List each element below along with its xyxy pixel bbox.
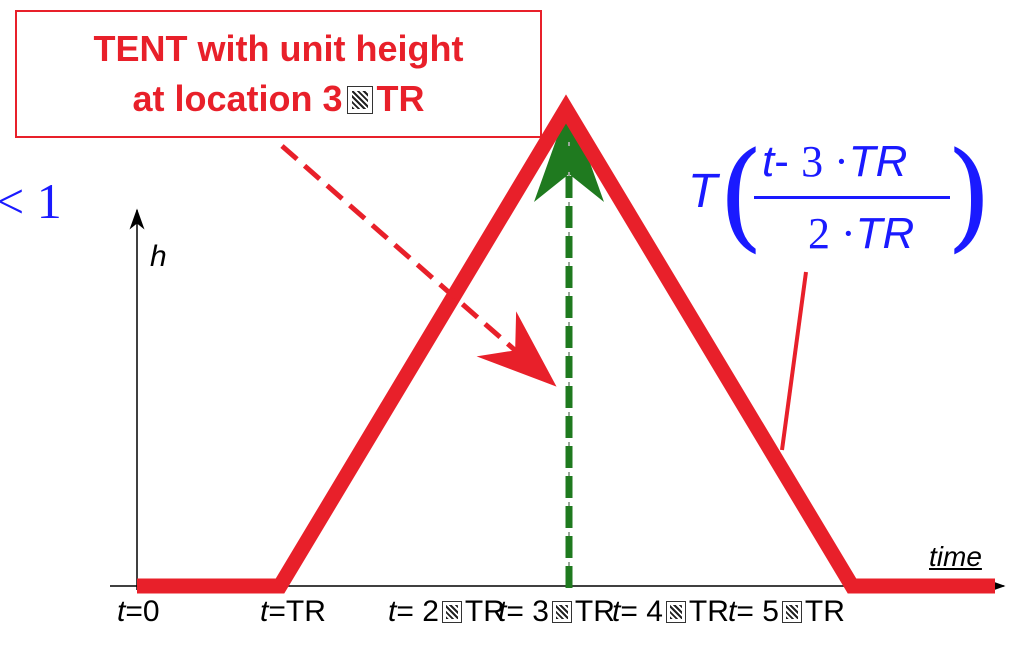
- callout-tr-text: TR: [376, 78, 425, 119]
- missing-glyph-icon: [346, 86, 373, 114]
- clipped-inequality-text: < 1: [0, 173, 62, 229]
- formula-right-paren: ): [946, 126, 993, 264]
- missing-glyph-icon: [781, 601, 802, 623]
- tent-function-line: [137, 94, 995, 594]
- formula-numerator: t- 3 ·TR: [762, 137, 908, 186]
- callout-location-text: at location 3: [132, 78, 343, 119]
- formula-denominator: 2 ·TR: [808, 209, 915, 258]
- callout-line-2: at location 3 TR: [17, 74, 540, 124]
- formula-fraction-bar: [754, 196, 950, 199]
- callout-line-1: TENT with unit height: [93, 28, 464, 69]
- tent-callout-box: TENT with unit height at location 3 TR: [15, 10, 542, 138]
- formula-function-name: T: [688, 165, 718, 218]
- formula-left-paren: (: [718, 126, 765, 264]
- y-axis-label: h: [150, 240, 167, 273]
- callout-pointer-arrow: [280, 144, 557, 387]
- missing-glyph-icon: [665, 601, 686, 623]
- formula-pointer-line: [780, 271, 808, 451]
- x-axis-label: time: [929, 541, 982, 572]
- x-tick-label: t=TR: [260, 595, 326, 628]
- x-tick-label: t=0: [117, 595, 160, 628]
- missing-glyph-icon: [441, 601, 462, 623]
- missing-glyph-icon: [551, 601, 572, 623]
